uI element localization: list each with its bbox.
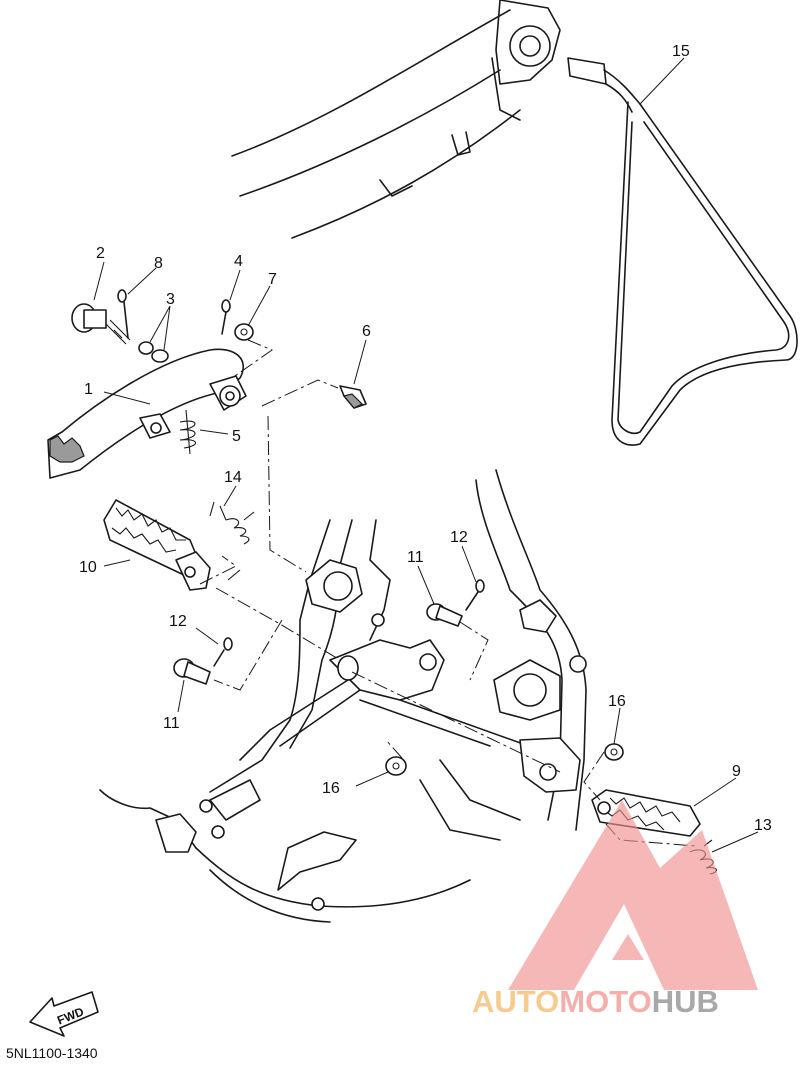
pin-6 <box>339 385 367 409</box>
logo-word: AUTOMOTOHUB <box>472 984 719 1019</box>
leader-lines <box>93 57 759 853</box>
diagram-code: 5NL1100-1340 <box>6 1045 98 1061</box>
callout-7: 7 <box>268 271 277 288</box>
cotter-pin-12b <box>213 637 233 667</box>
cotter-pin-12a <box>465 579 485 611</box>
washer-16b <box>385 756 407 776</box>
washers-3 <box>138 341 169 363</box>
brake-pedal <box>47 348 247 479</box>
callout-12a: 12 <box>450 529 468 546</box>
cotter-pin-8 <box>117 289 129 339</box>
callout-13: 13 <box>754 817 772 834</box>
callout-1: 1 <box>84 381 93 398</box>
callout-16b: 16 <box>322 780 340 797</box>
callout-2: 2 <box>96 245 105 262</box>
callout-15: 15 <box>672 43 690 60</box>
callout-8: 8 <box>154 255 163 272</box>
callout-12b: 12 <box>169 613 187 630</box>
callout-6: 6 <box>362 323 371 340</box>
washer-7 <box>234 323 254 341</box>
callout-labels: 2 8 3 4 7 6 1 5 14 10 12 11 12 11 16 16 … <box>79 43 772 834</box>
callout-14: 14 <box>224 469 242 486</box>
cotter-pin-4 <box>221 299 231 335</box>
frame-outline <box>99 469 587 923</box>
swingarm-outline <box>231 0 561 239</box>
automotohub-logo: AUTOMOTOHUB <box>472 800 758 1019</box>
callout-11a: 11 <box>407 549 424 566</box>
callout-10: 10 <box>79 559 97 576</box>
callout-3: 3 <box>166 291 175 308</box>
callout-9: 9 <box>732 763 741 780</box>
washer-16a <box>604 743 624 761</box>
callout-16a: 16 <box>608 693 626 710</box>
pivot-bolt <box>71 303 131 345</box>
spring-5 <box>179 409 197 455</box>
spring-14 <box>209 501 255 581</box>
side-stand <box>567 57 798 446</box>
footrest-left <box>103 499 211 591</box>
callout-11b: 11 <box>163 715 180 732</box>
callout-4: 4 <box>234 253 243 270</box>
callout-5: 5 <box>232 428 241 445</box>
bolt-11b <box>173 658 211 685</box>
bolt-11a <box>426 603 463 627</box>
fwd-arrow-icon: FWD <box>29 991 99 1037</box>
